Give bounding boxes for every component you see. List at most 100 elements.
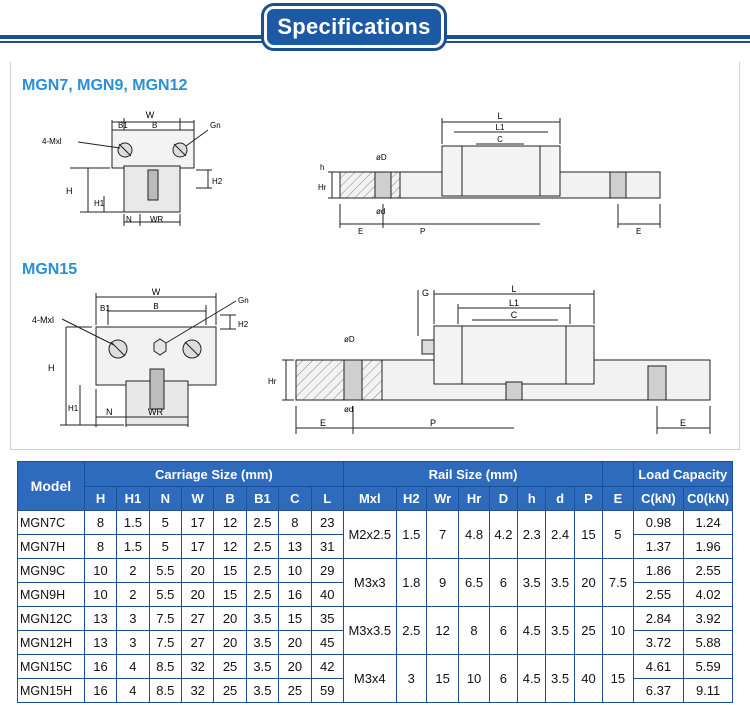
table-row: MGN12C 13 3 7.5 27 20 3.5 15 35 M3x3.5 2…	[17, 606, 733, 655]
cell-C0kN: 9.11	[683, 678, 733, 703]
dim-G: G	[422, 288, 429, 298]
dim-W-15: W	[152, 287, 161, 297]
cell-Hr: 4.8	[458, 510, 490, 559]
dim-H2-15: H2	[238, 320, 249, 329]
cell-B: 20	[213, 630, 247, 655]
cell-C0kN: 1.96	[683, 534, 733, 559]
cell-H: 13	[83, 606, 118, 631]
cell-W: 20	[180, 582, 215, 607]
cell-D: 6	[488, 654, 519, 703]
cell-CkN: 6.37	[632, 678, 685, 703]
spec-table-wrapper: Model Carriage Size (mm) Rail Size (mm) …	[17, 461, 734, 703]
col-B1: B1	[245, 486, 280, 511]
cell-d: 2.4	[545, 510, 575, 559]
cell-B: 20	[213, 606, 247, 631]
col-H2: H2	[395, 486, 427, 511]
cell-model: MGN12C	[17, 606, 85, 631]
cell-P: 25	[573, 606, 604, 655]
dim-N-15: N	[106, 407, 113, 417]
dim-WR: WR	[150, 215, 164, 224]
front-view-large: W B1 B Gn 4-Mxl H H1 H2 N WR	[32, 287, 249, 427]
col-h: h	[517, 486, 547, 511]
cell-model: MGN15H	[17, 678, 85, 703]
cell-H1: 4	[116, 654, 150, 679]
side-view-small: L L1 C øD ød h Hr E P E	[318, 111, 661, 236]
dim-E-right: E	[636, 227, 641, 236]
cell-Wr: 7	[425, 510, 460, 559]
dim-Hr-15: Hr	[268, 377, 277, 386]
cell-C0kN: 5.59	[683, 654, 733, 679]
cell-L: 35	[310, 606, 344, 631]
front-view-small: W B1 B Gn 4-Mxl H H1 H2 N WR	[42, 110, 223, 226]
dim-E-left-15: E	[320, 418, 326, 428]
dim-H1-15: H1	[68, 404, 79, 413]
col-P: P	[573, 486, 604, 511]
col-H1: H1	[116, 486, 150, 511]
cell-Mxl: M3x3	[342, 558, 397, 607]
cell-Hr: 10	[458, 654, 490, 703]
cell-H: 16	[83, 654, 118, 679]
cell-E: 7.5	[602, 558, 634, 607]
dim-L1: L1	[496, 123, 505, 132]
side-view-large: G L L1 C øD ød Hr E P E	[268, 284, 711, 434]
cell-B: 12	[213, 534, 247, 559]
dim-L-15: L	[511, 284, 516, 294]
cell-E: 5	[602, 510, 634, 559]
col-CkN: C(kN)	[632, 486, 685, 511]
cell-L: 31	[310, 534, 344, 559]
cell-model: MGN9H	[17, 582, 85, 607]
dim-H1: H1	[94, 199, 105, 208]
dim-WR-15: WR	[148, 407, 163, 417]
header-band: Specifications	[0, 0, 750, 62]
cell-H1: 2	[116, 582, 150, 607]
cell-model: MGN7C	[17, 510, 85, 535]
cell-B1: 2.5	[245, 534, 280, 559]
dim-Hr: Hr	[318, 183, 327, 192]
cell-h: 4.5	[517, 606, 547, 655]
table-row: MGN7H 8 1.5 5 17 12 2.5 13 31 1.37 1.96	[17, 534, 733, 559]
cell-C: 20	[278, 654, 312, 679]
cell-Mxl: M3x3.5	[342, 606, 397, 655]
col-D: D	[488, 486, 519, 511]
dim-E-right-15: E	[680, 418, 686, 428]
dim-Gn: Gn	[210, 121, 221, 130]
header-carriage: Carriage Size (mm)	[83, 461, 344, 487]
dim-N: N	[126, 215, 132, 224]
cell-CkN: 2.55	[632, 582, 685, 607]
dim-H-15: H	[48, 363, 55, 373]
cell-W: 32	[180, 654, 215, 679]
cell-h: 4.5	[517, 654, 547, 703]
cell-C: 10	[278, 558, 312, 583]
cell-C: 13	[278, 534, 312, 559]
cell-N: 8.5	[148, 678, 182, 703]
cell-N: 5	[148, 534, 182, 559]
cell-D: 4.2	[488, 510, 519, 559]
cell-B: 15	[213, 582, 247, 607]
cell-L: 42	[310, 654, 344, 679]
cell-P: 15	[573, 510, 604, 559]
title-pill: Specifications	[264, 6, 444, 48]
cell-N: 7.5	[148, 630, 182, 655]
cell-B: 25	[213, 654, 247, 679]
cell-C: 16	[278, 582, 312, 607]
cell-model: MGN9C	[17, 558, 85, 583]
dim-B: B	[152, 121, 157, 130]
cell-L: 45	[310, 630, 344, 655]
cell-Wr: 15	[425, 654, 460, 703]
dim-C-15: C	[511, 310, 518, 320]
cell-H2: 1.8	[395, 558, 427, 607]
col-C: C	[278, 486, 312, 511]
dim-B1-15: B1	[100, 304, 110, 313]
dim-C: C	[497, 135, 503, 144]
cell-B1: 2.5	[245, 558, 280, 583]
dim-phiD-15: øD	[344, 335, 355, 344]
cell-C0kN: 2.55	[683, 558, 733, 583]
cell-W: 27	[180, 630, 215, 655]
cell-h: 3.5	[517, 558, 547, 607]
cell-W: 20	[180, 558, 215, 583]
cell-B: 15	[213, 558, 247, 583]
cell-N: 7.5	[148, 606, 182, 631]
cell-N: 5.5	[148, 582, 182, 607]
cell-H1: 3	[116, 630, 150, 655]
dim-h: h	[320, 163, 324, 172]
